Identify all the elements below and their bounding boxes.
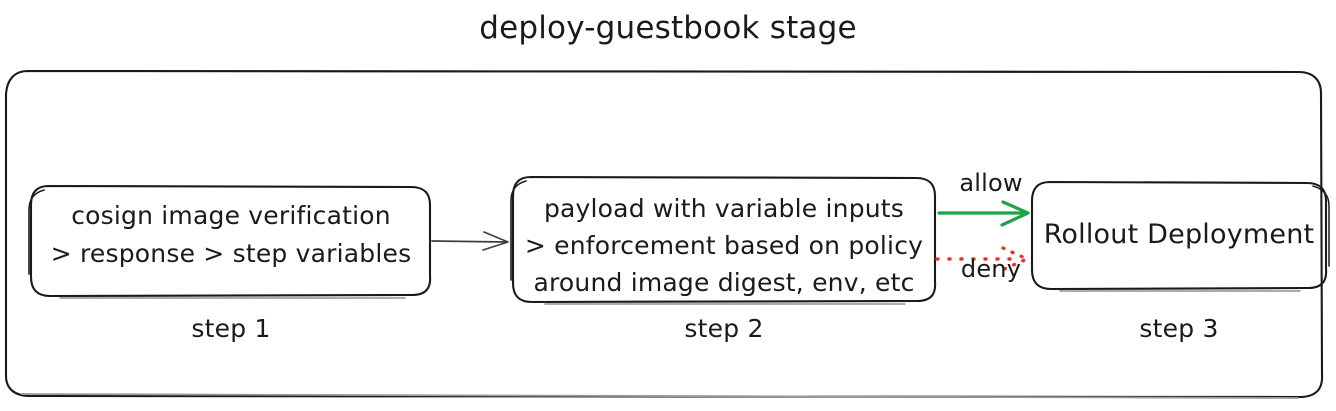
stage-container-shape <box>4 69 1324 399</box>
step2-caption: step 2 <box>684 314 764 343</box>
edge-allow-label: allow <box>959 169 1023 197</box>
edge-deny-label: deny <box>960 255 1022 283</box>
step1-box <box>28 184 432 299</box>
diagram-title: deploy-guestbook stage <box>479 10 857 46</box>
step1-caption: step 1 <box>191 314 271 343</box>
step3-caption: step 3 <box>1139 314 1219 343</box>
step2-box <box>510 175 937 305</box>
edge-allow-arrow <box>937 200 1030 227</box>
edge-step1-step2 <box>431 231 509 251</box>
step3-box <box>1030 180 1330 292</box>
edge-deny-arrow <box>935 246 1029 272</box>
